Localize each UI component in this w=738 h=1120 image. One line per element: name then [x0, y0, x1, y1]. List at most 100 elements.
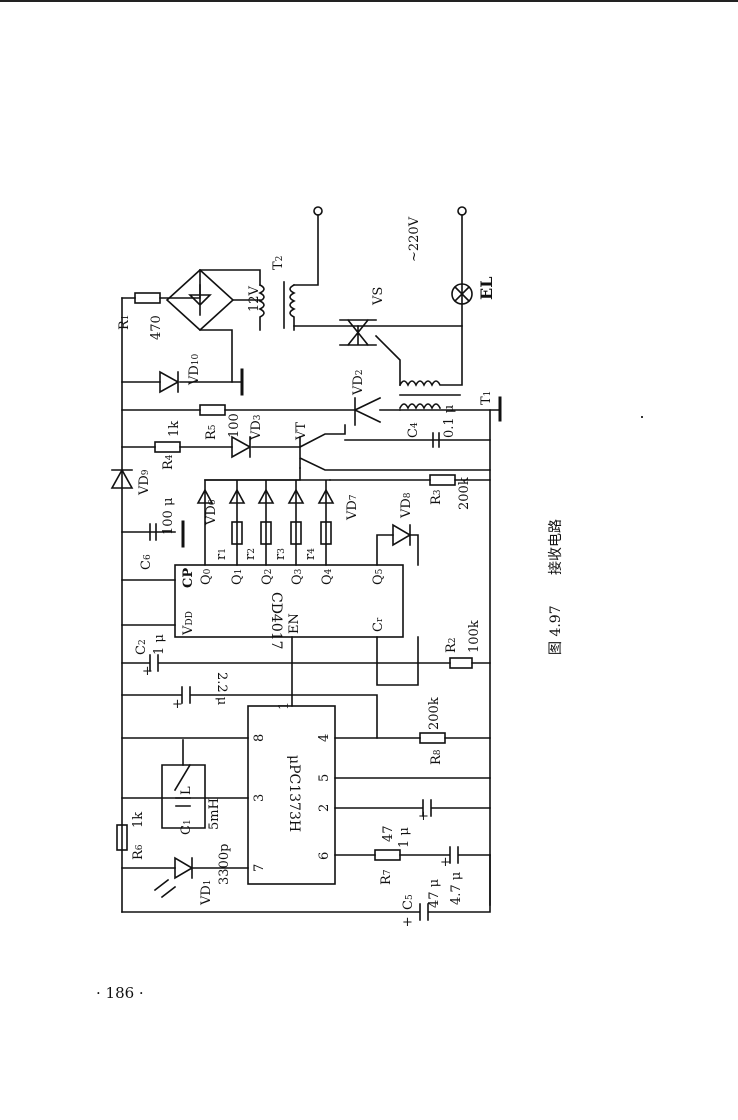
label-r4-small: r4	[303, 548, 318, 560]
diode-vd10	[159, 370, 180, 394]
plus-c22: +	[172, 697, 183, 712]
plus-c47: +	[440, 855, 451, 870]
wire-r1	[121, 269, 201, 299]
label-c1: C1	[179, 819, 194, 835]
capacitor-22u	[121, 686, 378, 739]
transistor-vd2	[353, 396, 401, 426]
label-r6: R6	[131, 844, 146, 860]
wire-mains	[293, 214, 463, 327]
resistor-r8	[419, 732, 446, 744]
label-t2: T2	[271, 256, 286, 270]
photodiode-vd1	[174, 856, 194, 880]
pin8: 8	[252, 734, 267, 742]
ic-cd4017	[174, 564, 404, 638]
terminal-right[interactable]	[457, 206, 467, 216]
wire-cd4017-power	[121, 579, 176, 626]
resistor-r4	[154, 441, 181, 453]
t1-coil-upper	[398, 325, 463, 387]
label-r2-value: 100k	[467, 620, 482, 653]
photodiode-rays	[153, 878, 177, 899]
label-vd1: VD1	[199, 879, 214, 906]
wire-cr	[376, 636, 419, 686]
figure-caption-number: 图 4.97	[548, 605, 564, 655]
ic-upc1373h-name: μPC1373H	[286, 755, 302, 832]
label-c4: C4	[406, 422, 421, 438]
t1-coil-lower	[398, 403, 442, 410]
label-vd7: VD7	[345, 494, 360, 521]
plus-c2: +	[142, 664, 153, 679]
label-r3-small: r3	[273, 548, 288, 560]
resistor-r4-small	[320, 521, 332, 545]
label-vs: VS	[371, 287, 386, 306]
diode-vd9	[110, 468, 134, 489]
t2-primary-coil	[289, 283, 296, 331]
lamp-el	[451, 283, 473, 305]
pin1: 1	[277, 702, 292, 710]
label-c2-value: 1 μ	[152, 634, 167, 655]
resistor-r3-small	[290, 521, 302, 545]
resistor-r6	[116, 824, 128, 851]
wire-bridge-out	[199, 329, 233, 383]
terminal-left[interactable]	[313, 206, 323, 216]
pin-cr: Cr	[371, 617, 386, 632]
diode-vd8	[392, 523, 412, 547]
label-r7: R7	[379, 869, 394, 885]
diode-array	[196, 488, 335, 504]
lamp-cross	[453, 285, 471, 303]
capacitor-c2	[121, 654, 491, 672]
label-vt: VT	[294, 422, 309, 441]
label-vd3: VD3	[249, 414, 264, 441]
diode-vd3	[231, 435, 252, 459]
pin-q4: Q4	[320, 568, 335, 585]
ic-upc1373h	[247, 705, 336, 885]
label-l: 5mH	[207, 798, 222, 830]
label-vd10: VD10	[187, 353, 202, 386]
label-el: EL	[477, 277, 496, 300]
label-c-22: 2.2 μ	[214, 672, 229, 705]
pin-vdd: VDD	[181, 611, 196, 636]
capacitor-1u	[334, 799, 491, 817]
label-c6: C6	[139, 554, 154, 570]
label-c-47u: 4.7 μ	[449, 872, 464, 905]
pin4: 4	[317, 734, 332, 742]
label-vd9: VD9	[137, 469, 152, 496]
resistor-r7	[374, 849, 401, 861]
transistor-vt	[298, 424, 491, 471]
figure-caption-title: 接收电路	[547, 519, 564, 575]
label-c-1u: 1 μ	[397, 827, 412, 848]
label-r4: R4	[161, 454, 176, 470]
label-r4-value: 1k	[167, 421, 182, 437]
label-12v: 12V	[247, 285, 262, 312]
speck	[641, 416, 643, 418]
wire-triac-gate	[374, 334, 401, 386]
wire-vd8	[376, 534, 419, 566]
plus-c1u: +	[418, 809, 429, 824]
label-c2: C2	[134, 639, 149, 655]
pin-q1: Q1	[230, 569, 245, 585]
label-r2: R2	[444, 637, 459, 653]
label-r1: R1	[117, 314, 132, 330]
label-r8: R8	[429, 749, 444, 765]
pin6: 6	[317, 852, 332, 860]
page-top-rule	[0, 0, 738, 2]
pin-q3: Q3	[290, 568, 305, 585]
ic-cd4017-name: CD4017	[268, 592, 284, 650]
label-mains: ~220V	[407, 216, 422, 262]
label-r5-value: 100	[227, 413, 242, 438]
triac-vs	[339, 318, 377, 347]
capacitor-c6	[121, 523, 176, 541]
resistor-r5	[199, 404, 226, 416]
wire-bridge-secondary	[199, 269, 261, 301]
label-r3-value: 200k	[457, 477, 472, 510]
capacitor-c5	[121, 854, 491, 921]
label-vd8: VD8	[399, 492, 414, 519]
label-r5: R5	[204, 424, 219, 440]
resistor-r2-small	[260, 521, 272, 545]
pin3: 3	[252, 794, 267, 802]
label-r1-value: 470	[149, 315, 164, 340]
pin5: 5	[317, 774, 332, 782]
resistor-r2	[449, 657, 473, 669]
page-number: · 186 ·	[96, 984, 144, 1002]
